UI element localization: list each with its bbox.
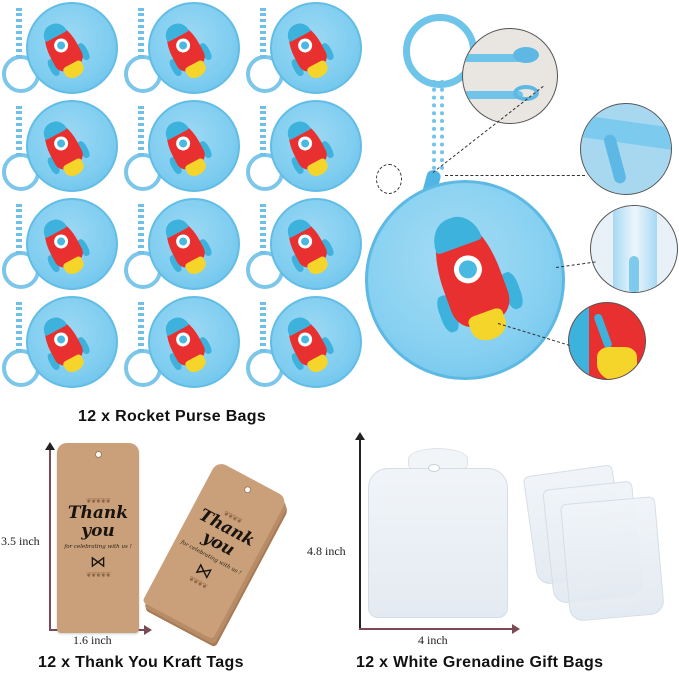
laurel-icon: ❦❦❦❦❦ xyxy=(85,496,111,505)
bag-height-label: 4.8 inch xyxy=(307,544,346,558)
arrow-right-icon xyxy=(512,624,520,634)
height-axis xyxy=(49,448,51,631)
bow-icon: ⋈ xyxy=(90,552,106,572)
chain xyxy=(432,80,444,170)
detail-clasp xyxy=(462,28,558,124)
chain xyxy=(260,106,266,156)
purse-body xyxy=(26,100,118,192)
purse-body xyxy=(26,198,118,290)
organza-bag xyxy=(560,496,665,622)
tag-hole xyxy=(242,484,252,495)
chain xyxy=(138,302,144,352)
height-axis xyxy=(359,438,361,629)
callout-line xyxy=(445,175,585,176)
rocket-purse xyxy=(244,196,364,296)
rocket-purse xyxy=(122,98,242,198)
chain xyxy=(16,302,22,352)
flame-icon xyxy=(597,347,637,379)
detail-rocket-patch xyxy=(568,302,646,380)
lobster-clasp-icon xyxy=(513,85,539,101)
rocket-purse xyxy=(0,294,120,394)
tag-hole xyxy=(94,451,102,458)
featured-purse xyxy=(365,0,585,380)
detail-zipper-pull xyxy=(580,103,672,195)
gift-bags-caption: 12 x White Grenadine Gift Bags xyxy=(356,654,604,671)
nozzle-icon xyxy=(593,312,613,350)
tag-you-text: you xyxy=(81,520,115,541)
rocket-purse xyxy=(244,0,364,100)
purse-bags-caption: 12 x Rocket Purse Bags xyxy=(78,408,267,425)
fin-icon xyxy=(569,303,589,379)
zipper-track-icon xyxy=(581,115,671,151)
arrow-up-icon xyxy=(355,432,365,440)
chain xyxy=(260,8,266,58)
width-axis xyxy=(359,628,512,630)
rocket-purse xyxy=(244,98,364,198)
rocket-purse xyxy=(0,196,120,296)
chain xyxy=(138,204,144,254)
bag-width-label: 4 inch xyxy=(418,633,448,647)
chain xyxy=(16,106,22,156)
chain xyxy=(138,106,144,156)
chain xyxy=(16,204,22,254)
arrow-up-icon xyxy=(45,442,55,450)
kraft-tag-front: ❦❦❦❦❦ Thank you for celebrating with us … xyxy=(57,443,139,633)
rocket-purse xyxy=(0,0,120,100)
laurel-icon: ❦❦❦❦❦ xyxy=(85,571,111,580)
strap-icon xyxy=(463,54,523,62)
rocket-purse xyxy=(244,294,364,394)
tag-width-label: 1.6 inch xyxy=(73,633,112,647)
chain xyxy=(16,8,22,58)
arrow-right-icon xyxy=(144,625,152,635)
kraft-tags-caption: 12 x Thank You Kraft Tags xyxy=(38,654,244,671)
chain xyxy=(138,8,144,58)
callout-highlight xyxy=(376,164,402,194)
rocket-purse xyxy=(122,294,242,394)
drawstring-knot xyxy=(428,464,440,472)
rocket-purse xyxy=(122,0,242,100)
organza-bag xyxy=(368,468,508,618)
lobster-clasp-icon xyxy=(513,47,539,63)
tag-height-label: 3.5 inch xyxy=(1,534,40,548)
rocket-purse xyxy=(0,98,120,198)
chain xyxy=(260,204,266,254)
detail-zipper-open xyxy=(590,205,678,293)
strap-icon xyxy=(463,91,523,99)
tag-thank-text: Thank xyxy=(67,502,129,523)
rocket-purse xyxy=(122,196,242,296)
zipper-pull-icon xyxy=(629,256,639,292)
purse-body xyxy=(270,100,362,192)
chain xyxy=(260,302,266,352)
tag-subtext: for celebrating with us ! xyxy=(64,544,132,551)
kraft-tag-stack: ❦❦❦❦ Thank you for celebrating with us !… xyxy=(142,460,288,640)
